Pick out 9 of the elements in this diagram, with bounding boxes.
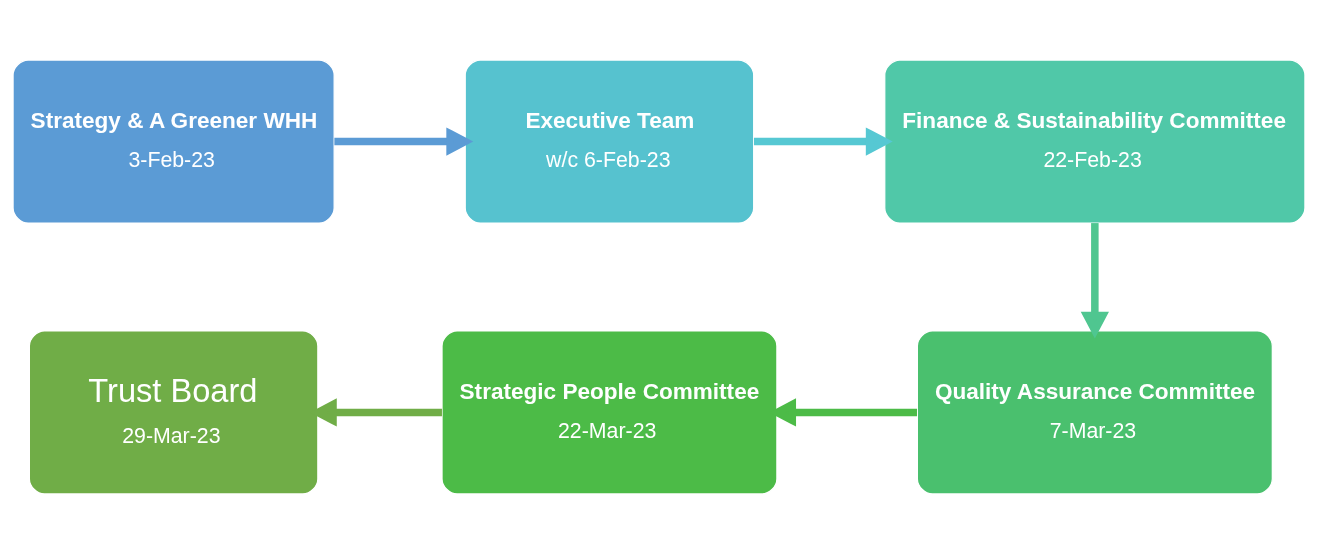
node-box: Trust Board 29-Mar-23	[28, 330, 319, 495]
arrow	[1080, 223, 1109, 339]
node-box: Quality Assurance Committee 7-Mar-23	[916, 330, 1273, 495]
node-box: Executive Team w/c 6-Feb-23	[464, 59, 755, 224]
node-box: Finance & Sustainability Committee 22-Feb-23	[884, 59, 1306, 224]
arrow	[753, 127, 893, 156]
node-box: Strategic People Committee 22-Mar-23	[441, 330, 778, 495]
node-box: Strategy & A Greener WHH 3-Feb-23	[12, 59, 335, 224]
arrow	[334, 127, 474, 156]
